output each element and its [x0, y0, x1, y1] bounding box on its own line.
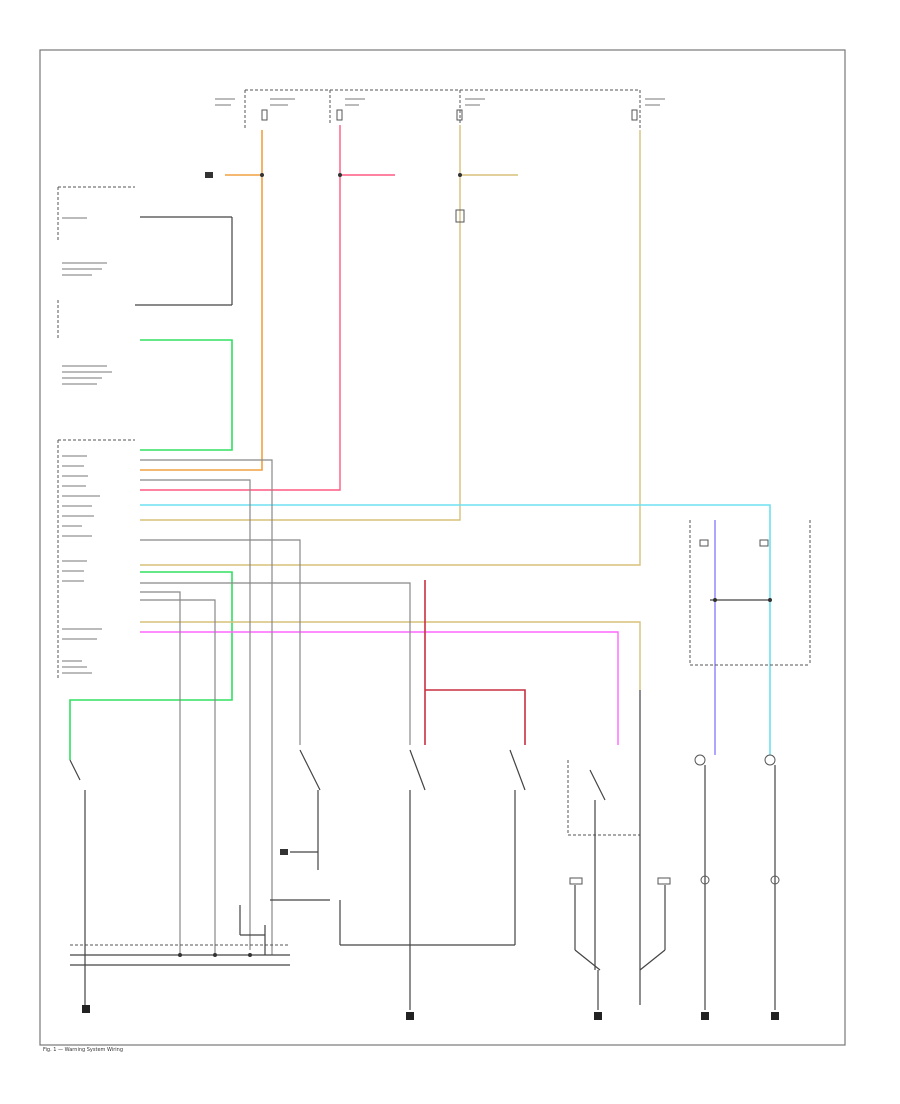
page-label: Fig. 1 — Warning System Wiring — [43, 1047, 123, 1053]
body-control-module — [57, 365, 135, 680]
instrument-cluster — [57, 186, 233, 340]
green-wire — [140, 339, 233, 451]
gray-wire-6 — [140, 599, 216, 955]
diagram-frame — [39, 49, 846, 1046]
pink-wire — [140, 125, 341, 491]
tan-wire-3 — [140, 621, 641, 690]
turn-signal-switch — [689, 520, 811, 666]
lamp-assemblies-right — [694, 754, 780, 1020]
door-ajar-switch — [567, 690, 671, 1020]
tan-wire — [140, 125, 461, 521]
gray-wire-3 — [140, 539, 301, 745]
door-switches — [299, 749, 526, 1020]
tan-wire-2 — [140, 130, 641, 566]
gray-wire-2 — [140, 479, 251, 950]
red-wire-2 — [425, 689, 526, 745]
cyan-wire — [140, 504, 771, 755]
fuse-block-labels — [215, 98, 665, 106]
magenta-wire — [140, 631, 619, 745]
gray-wire-1 — [140, 459, 273, 955]
gray-wire-4 — [140, 582, 411, 745]
green-wire-2 — [69, 571, 233, 760]
connector-icon — [205, 172, 213, 178]
fuse-block — [244, 89, 641, 130]
orange-wire — [140, 130, 263, 471]
gray-wire-5 — [140, 591, 181, 955]
chime-module — [69, 759, 330, 1013]
